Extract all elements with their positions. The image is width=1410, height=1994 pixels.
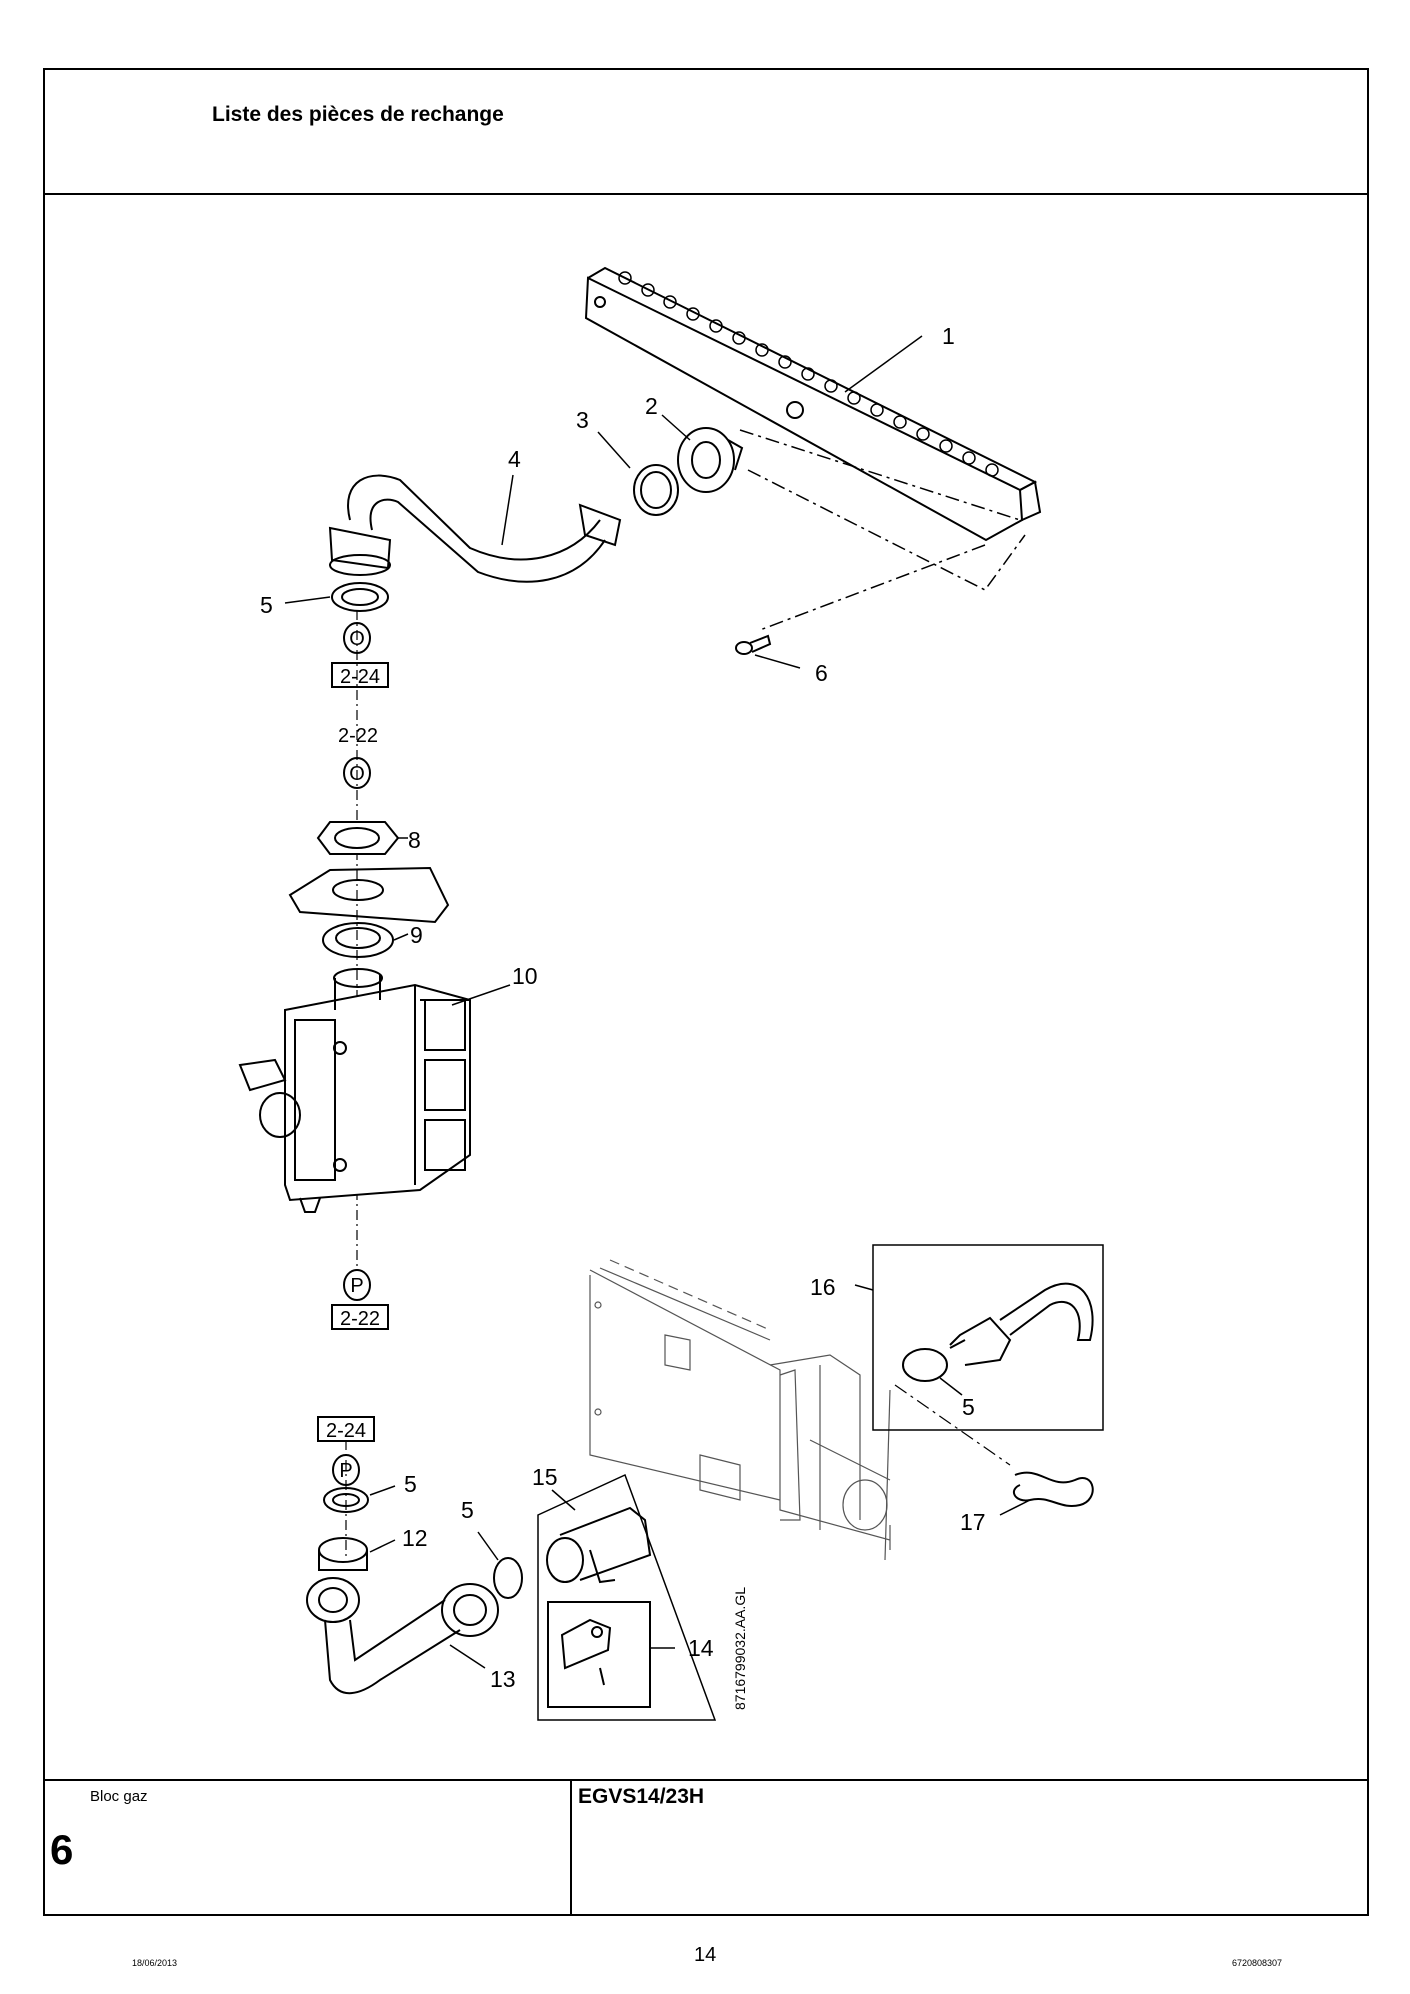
valve-15 — [546, 1506, 652, 1584]
callout-2: 2 — [645, 393, 658, 419]
callout-9: 9 — [410, 922, 423, 948]
callout-1: 1 — [942, 323, 955, 349]
callout-10: 10 — [512, 963, 538, 989]
ref-2-22-top: 2-22 — [338, 725, 378, 747]
callout-4: 4 — [508, 446, 521, 472]
callout-13: 13 — [490, 1666, 516, 1692]
footer-column-divider — [570, 1779, 572, 1916]
model-code: EGVS14/23H — [578, 1785, 705, 1808]
footer-date: 18/06/2013 — [132, 1958, 178, 1968]
ref-2-24-top: 2-24 — [340, 666, 380, 688]
ref-p-bottom: P — [339, 1460, 352, 1482]
part-16-box — [872, 1244, 1104, 1431]
callout-5-box: 5 — [962, 1394, 975, 1420]
washer-5-left — [323, 1487, 369, 1513]
callout-12: 12 — [402, 1525, 428, 1551]
pipe-13 — [306, 1577, 499, 1695]
boiler-housing — [589, 1259, 891, 1561]
drawing-code: 8716799032.AA.GL — [732, 1587, 748, 1710]
part-14-box — [547, 1601, 651, 1708]
callout-17: 17 — [960, 1509, 986, 1535]
ring-9 — [322, 922, 394, 958]
pipe-16 — [902, 1282, 1094, 1382]
clip-14 — [560, 1618, 612, 1686]
ref-o-mid: O — [349, 763, 365, 785]
ref-2-24-bottom: 2-24 — [326, 1420, 366, 1442]
document-number: 6720808307 — [1232, 1958, 1283, 1968]
nut-8 — [316, 821, 400, 855]
gas-pipe-4 — [328, 474, 622, 583]
clip-17 — [1012, 1471, 1094, 1508]
callout-5-top: 5 — [260, 592, 273, 618]
gas-valve-10 — [238, 968, 471, 1213]
screw-6 — [735, 634, 772, 655]
ref-o-top: O — [349, 628, 365, 650]
seal-ring-3 — [633, 464, 679, 516]
callout-5-left: 5 — [404, 1471, 417, 1497]
ref-p-mid: P — [350, 1275, 363, 1297]
callout-14: 14 — [688, 1635, 714, 1661]
section-number: 6 — [50, 1826, 74, 1873]
ref-2-22-bottom: 2-22 — [340, 1308, 380, 1330]
header-divider — [43, 193, 1369, 195]
callout-15: 15 — [532, 1464, 558, 1490]
burner-manifold — [584, 266, 1042, 542]
footer-divider — [43, 1779, 1369, 1781]
page-title: Liste des pièces de rechange — [212, 103, 504, 126]
callout-3: 3 — [576, 407, 589, 433]
page-frame — [43, 68, 1369, 1916]
callout-6: 6 — [815, 660, 828, 686]
gasket-plate — [288, 866, 450, 924]
part-15-frame — [537, 1473, 717, 1721]
page-number: 14 — [694, 1944, 717, 1966]
callout-16: 16 — [810, 1274, 836, 1300]
fitting-12 — [318, 1537, 368, 1571]
callout-5-center: 5 — [461, 1497, 474, 1523]
washer-5-top — [331, 582, 389, 612]
section-name: Bloc gaz — [90, 1788, 148, 1805]
washer-5-center — [493, 1557, 523, 1599]
leader-1 — [844, 335, 923, 393]
connector-2 — [677, 427, 744, 493]
callout-8: 8 — [408, 827, 421, 853]
